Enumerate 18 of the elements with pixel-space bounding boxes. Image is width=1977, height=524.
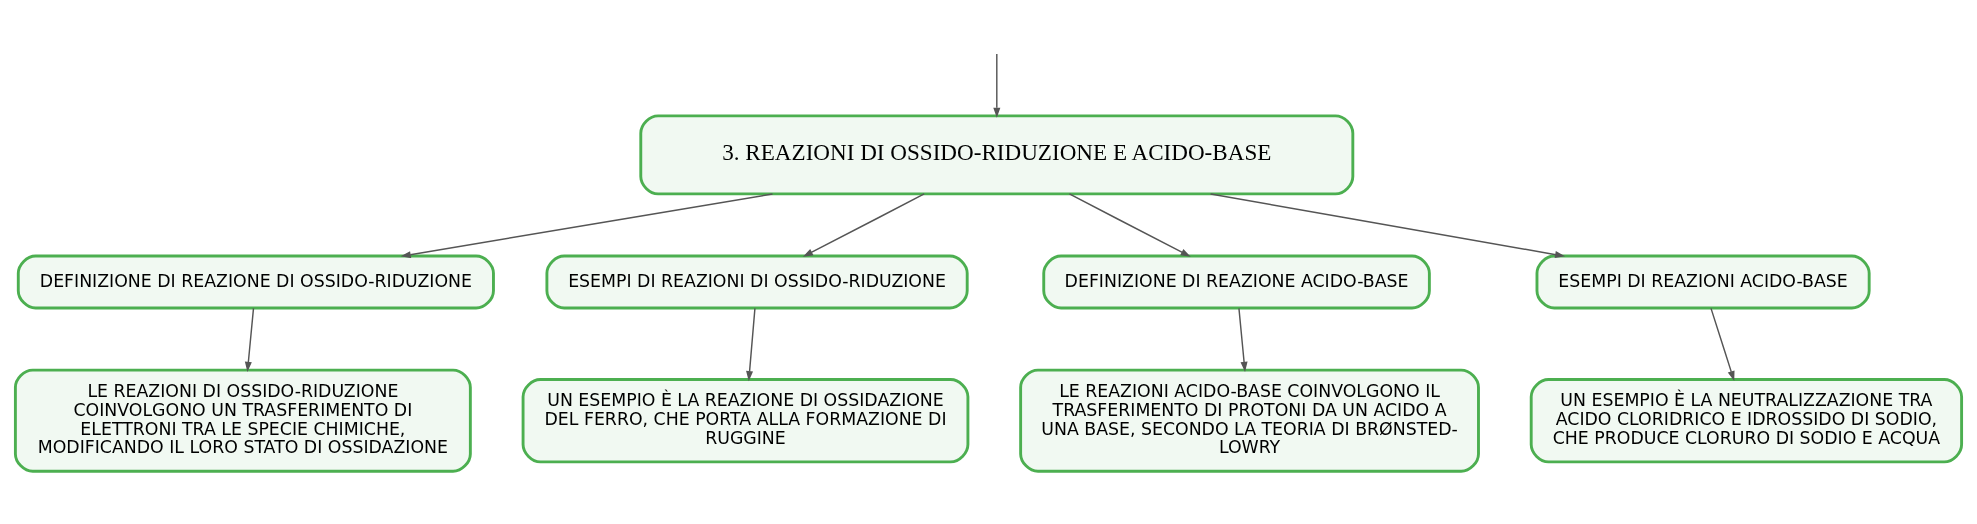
arrow	[1209, 193, 1566, 259]
node-box: UN ESEMPIO È LA NEUTRALIZZAZIONE TRA ACIDO CLORIDRICO E IDROSSIDO DI SODIO, CHE PRODUCE CLORURO DI SODIO E ACQUA	[1529, 378, 1964, 464]
node-box: DEFINIZIONE DI REAZIONE ACIDO-BASE	[1042, 254, 1431, 310]
arrow	[244, 307, 255, 372]
arrow	[1710, 307, 1735, 382]
arrow	[993, 53, 1001, 118]
arrow	[802, 193, 925, 257]
arrow	[746, 307, 756, 382]
node-box: ESEMPI DI REAZIONI ACIDO-BASE	[1535, 254, 1871, 310]
node-box: UN ESEMPIO È LA REAZIONE DI OSSIDAZIONE DEL FERRO, CHE PORTA ALLA FORMAZIONE DI RUGGINE	[521, 378, 970, 464]
node-box: DEFINIZIONE DI REAZIONE DI OSSIDO-RIDUZIONE	[16, 254, 495, 310]
node-box: ESEMPI DI REAZIONI DI OSSIDO-RIDUZIONE	[545, 254, 969, 310]
node-box: LE REAZIONI ACIDO-BASE COINVOLGONO IL TRASFERIMENTO DI PROTONI DA UN ACIDO A UNA BASE, SECONDO LA TEORIA DI BRØNSTED-LOWRY	[1019, 368, 1480, 473]
arrow	[1238, 307, 1248, 372]
arrow	[400, 193, 774, 259]
node-box: LE REAZIONI DI OSSIDO-RIDUZIONE COINVOLGONO UN TRASFERIMENTO DI ELETTRONI TRA LE SPECIE CHIMICHE, MODIFICANDO IL LORO STATO DI OSSIDAZIONE	[13, 368, 472, 473]
arrow	[1068, 193, 1191, 257]
node-box: 3. REAZIONI DI OSSIDO-RIDUZIONE E ACIDO-BASE	[639, 114, 1355, 196]
